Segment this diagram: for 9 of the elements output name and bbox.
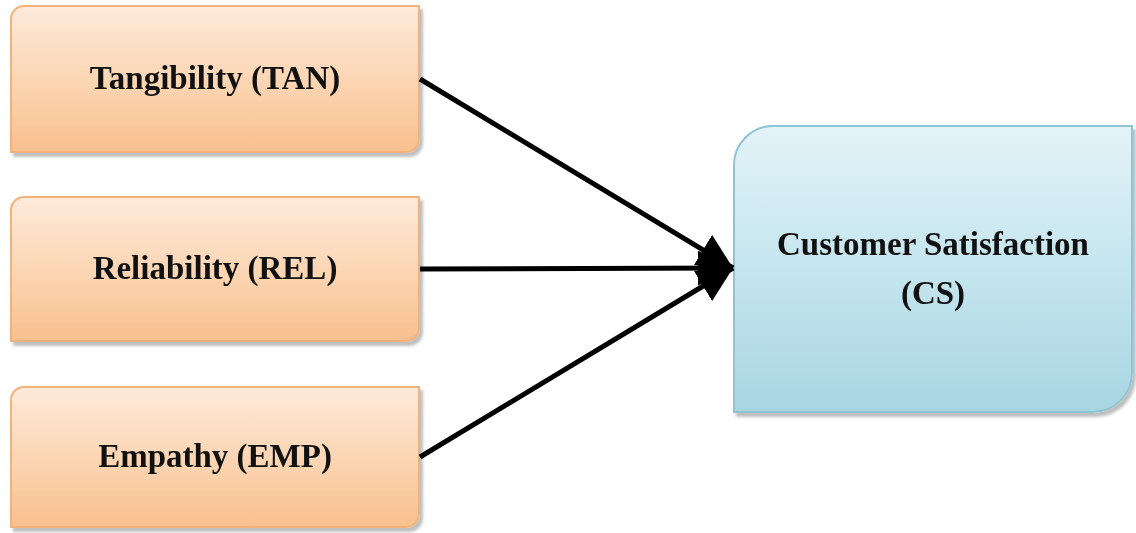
- factor-box: [10, 5, 420, 153]
- box-label: Customer Satisfaction (CS): [776, 224, 1090, 313]
- outcome-box: [733, 125, 1133, 413]
- factor-box: [10, 196, 420, 342]
- box-label: Reliability (REL): [91, 249, 339, 289]
- box-label: Tangibility (TAN): [88, 59, 342, 99]
- arrow: [418, 265, 735, 460]
- box-label: Empathy (EMP): [97, 437, 333, 477]
- factor-box: [10, 386, 420, 528]
